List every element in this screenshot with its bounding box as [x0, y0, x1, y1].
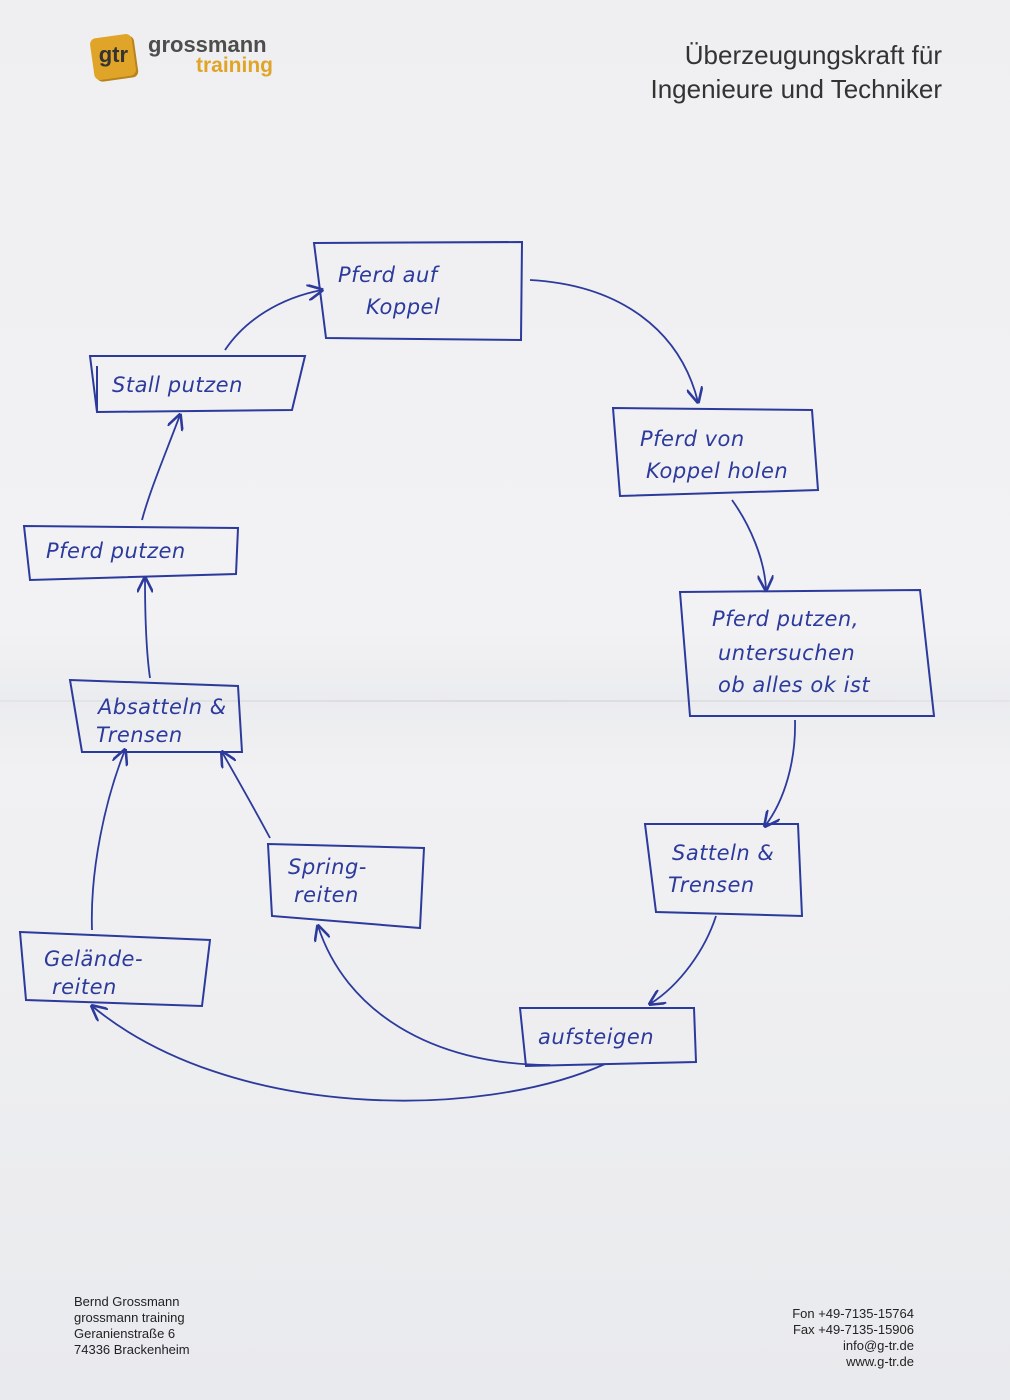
tagline-line2: Ingenieure und Techniker [650, 74, 942, 104]
tagline: Überzeugungskraft für Ingenieure und Tec… [650, 38, 942, 106]
node-text: Stall putzen [112, 373, 243, 397]
arrow-aufsteigen-to-gelaende [92, 1006, 606, 1102]
node-text: Pferd auf [338, 263, 441, 287]
node-stall-putzen: Stall putzen [88, 355, 307, 414]
tagline-line1: Überzeugungskraft für [684, 40, 942, 70]
node-text: Gelände- [44, 947, 143, 971]
node-pferd-auf-koppel: Pferd auf Koppel [312, 240, 524, 342]
footer-name: Bernd Grossmann [74, 1294, 180, 1309]
node-text: Spring- [288, 855, 367, 879]
footer-street: Geranienstraße 6 [74, 1326, 176, 1341]
node-text: reiten [52, 975, 117, 999]
node-text: Pferd putzen [46, 539, 186, 563]
footer-web: www.g-tr.de [846, 1354, 914, 1369]
node-text: Koppel [366, 295, 440, 319]
company-logo: gtr grossmann training [88, 32, 288, 88]
arrow-satteln-to-aufsteigen [650, 915, 717, 1004]
arrow-koppel-to-holen [529, 279, 698, 402]
footer-address: Bernd Grossmann grossmann training Geran… [74, 1294, 190, 1358]
arrow-gelaende-to-absatteln [90, 750, 125, 931]
node-text: untersuchen [718, 641, 855, 665]
arrow-pferdputzen-to-stall [141, 415, 180, 521]
node-absatteln: Absatteln & Trensen [68, 678, 244, 753]
arrow-holen-to-putzen [731, 499, 766, 590]
node-aufsteigen: aufsteigen [518, 1007, 698, 1068]
node-pferd-von-koppel: Pferd von Koppel holen [611, 406, 820, 498]
arrow-stall-to-koppel [224, 290, 322, 351]
node-text: Satteln & [672, 841, 774, 865]
paper-fold [0, 700, 1010, 702]
footer-fon: Fon +49-7135-15764 [792, 1306, 914, 1321]
node-satteln-trensen: Satteln & Trensen [643, 823, 804, 918]
logo-sub: training [196, 54, 273, 77]
arrow-spring-to-absatteln [222, 752, 271, 839]
arrow-putzen-to-satteln [765, 719, 796, 826]
footer-contact: Fon +49-7135-15764 Fax +49-7135-15906 in… [792, 1306, 914, 1370]
node-text: Pferd von [640, 427, 745, 451]
node-text: Pferd putzen, [712, 607, 859, 631]
footer-city: 74336 Brackenheim [74, 1342, 190, 1357]
node-text: Absatteln & [96, 695, 227, 719]
node-gelaendereiten: Gelände- reiten [18, 930, 212, 1008]
footer-company: grossmann training [74, 1310, 185, 1325]
arrow-absatteln-to-pferdputzen [145, 578, 150, 679]
footer-fax: Fax +49-7135-15906 [792, 1322, 914, 1337]
node-text: aufsteigen [538, 1025, 654, 1049]
node-text: ob alles ok ist [718, 673, 870, 697]
node-pferd-putzen: Pferd putzen [22, 524, 240, 582]
logo-name: grossmann [148, 32, 267, 57]
node-text: Trensen [668, 873, 755, 897]
node-pferd-putzen-untersuchen: Pferd putzen, untersuchen ob alles ok is… [678, 588, 936, 717]
node-springreiten: Spring- reiten [266, 842, 426, 930]
node-text: Koppel holen [646, 459, 788, 483]
node-text: Trensen [96, 723, 183, 747]
footer-email: info@g-tr.de [842, 1338, 914, 1353]
arrow-aufsteigen-to-spring [318, 926, 551, 1066]
node-text: reiten [294, 883, 359, 907]
